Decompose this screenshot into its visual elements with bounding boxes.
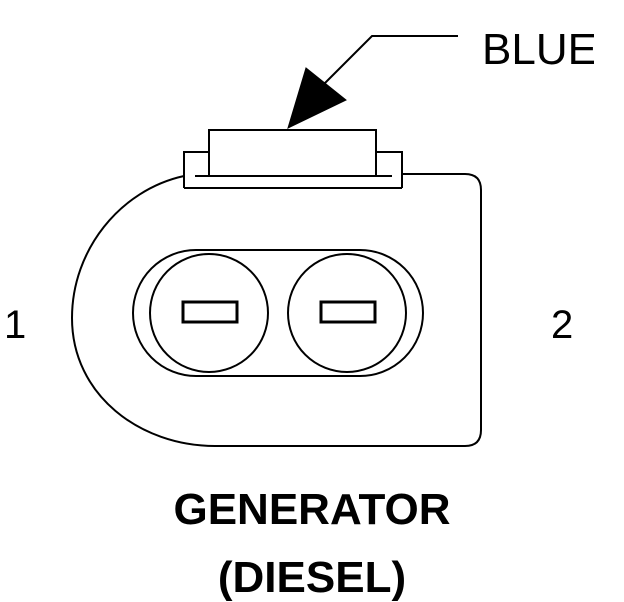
pin-2-label: 2	[551, 303, 574, 347]
pin-1-label: 1	[4, 303, 27, 347]
connector-subtitle: (DIESEL)	[217, 553, 407, 602]
connector-title: GENERATOR	[173, 485, 451, 534]
terminal-2	[287, 253, 407, 373]
wire-leader-line	[321, 35, 458, 87]
terminal-housing	[132, 249, 424, 377]
connector-latch	[183, 129, 403, 189]
terminal-2-cavity	[287, 253, 407, 373]
terminal-1	[149, 253, 269, 373]
terminal-2-blade	[319, 300, 377, 324]
terminal-1-cavity	[149, 253, 269, 373]
terminal-1-blade	[181, 300, 239, 324]
wire-color-label: BLUE	[482, 28, 594, 72]
wire-leader-arrowhead	[287, 67, 347, 129]
connector-body	[70, 173, 482, 447]
